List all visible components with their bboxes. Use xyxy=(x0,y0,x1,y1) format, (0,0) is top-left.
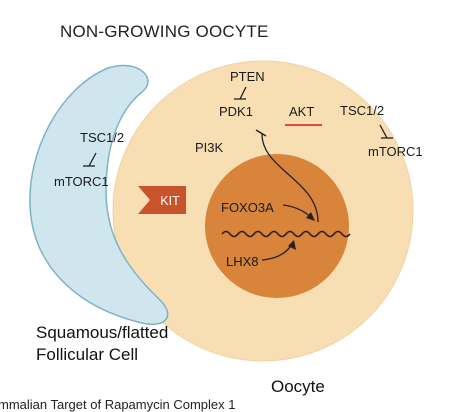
pten-inhibition-stem xyxy=(239,86,247,100)
oocyte-inhibition-stem xyxy=(379,124,388,139)
pi3k-label: PI3K xyxy=(195,140,224,155)
follicular-inhibition-stem xyxy=(88,152,97,167)
dna-strand xyxy=(221,230,351,238)
oocyte-tsc-label: TSC1/2 xyxy=(340,103,384,118)
follicular-cell xyxy=(29,64,169,326)
diagram-title: NON-GROWING OOCYTE xyxy=(60,22,269,41)
foxo3a-label: FOXO3A xyxy=(221,200,274,215)
foxo-pdk1-inhibition-line xyxy=(261,133,319,223)
follicular-caption-line1: Squamous/flatted xyxy=(36,323,169,342)
kit-receptor xyxy=(138,186,186,214)
lhx8-arrowhead xyxy=(288,240,296,250)
foxo-pdk1-inhibition-bar xyxy=(255,129,267,137)
oocyte-caption: Oocyte xyxy=(271,377,325,396)
follicular-tsc-label: TSC1/2 xyxy=(80,130,124,145)
lhx8-label: LHX8 xyxy=(226,254,259,269)
foxo3a-arrowhead xyxy=(306,212,315,221)
footnote: mmalian Target of Rapamycin Complex 1 xyxy=(0,397,236,412)
follicular-mtorc-label: mTORC1 xyxy=(54,174,109,189)
nucleus xyxy=(205,154,349,298)
oocyte-mtorc-label: mTORC1 xyxy=(368,144,423,159)
akt-label: AKT xyxy=(289,104,314,119)
kit-label: KIT xyxy=(160,194,180,208)
follicular-caption-line2: Follicular Cell xyxy=(36,345,139,364)
pdk1-label: PDK1 xyxy=(219,104,253,119)
pten-label: PTEN xyxy=(230,69,265,84)
